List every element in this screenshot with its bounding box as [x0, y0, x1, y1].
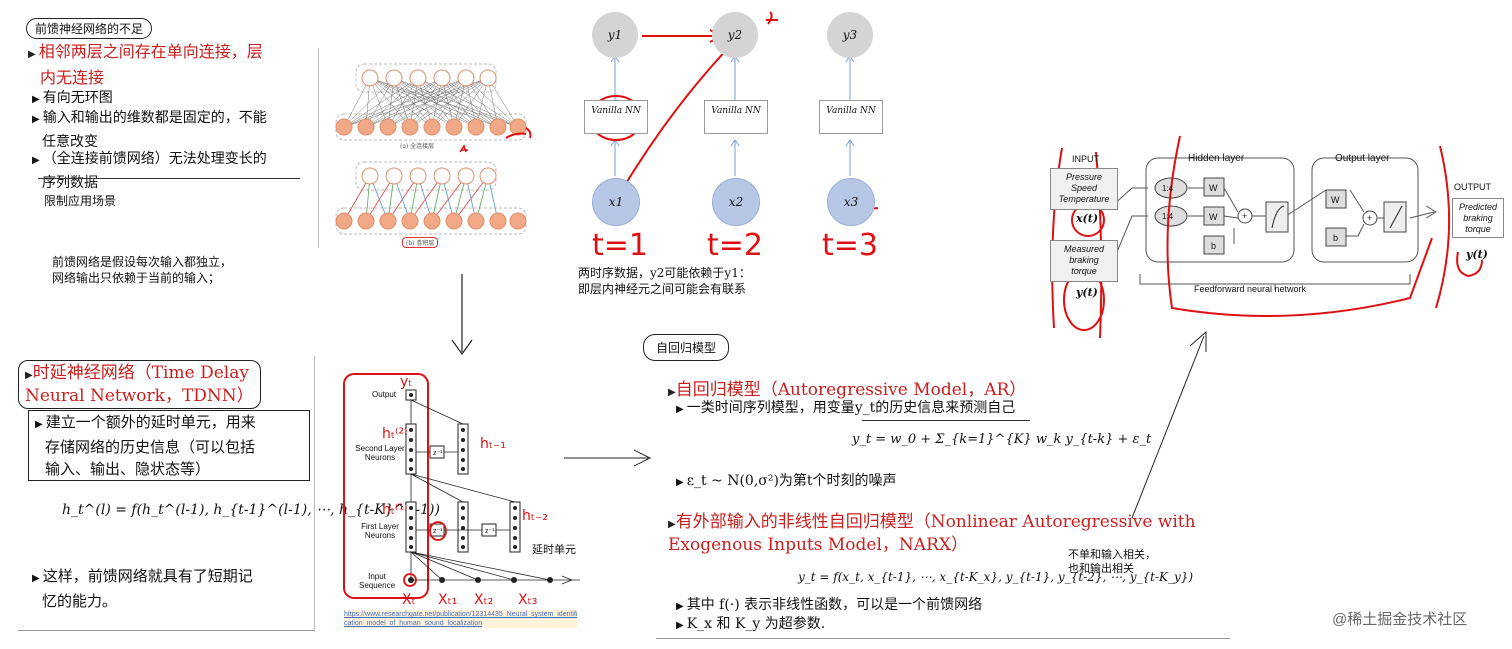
- label-first-layer: First Layer Neurons: [361, 522, 399, 540]
- divider: [862, 420, 1030, 421]
- svg-text:hₜ₋₂: hₜ₋₂: [522, 508, 548, 524]
- reference-link[interactable]: https://www.researchgate.net/publication…: [344, 610, 578, 628]
- rnn-note: 两时序数据，y2可能依赖于y1： 即层内神经元之间可能会有联系: [578, 266, 751, 296]
- divider: [38, 178, 300, 179]
- f-description: ▶其中 f(·) 表示非线性函数，可以是一个前馈网络: [676, 597, 983, 613]
- svg-text:hₜ₋₁: hₜ₋₁: [480, 436, 506, 452]
- top-neurons: [361, 69, 497, 87]
- node-y2: y2: [712, 12, 758, 58]
- t-label-2: t=2: [707, 228, 763, 263]
- y-t-label: y(t): [1076, 286, 1098, 299]
- node-x1: x1: [592, 178, 640, 226]
- independence-note: 前馈网络是假设每次输入都独立， 网络输出只依赖于当前的输入；: [52, 255, 233, 285]
- divider: [318, 48, 319, 248]
- output-label: OUTPUT: [1454, 182, 1491, 192]
- node-x2: x2: [712, 178, 760, 226]
- label-second-layer: Second Layer Neurons: [355, 444, 405, 462]
- svg-text:z⁻¹: z⁻¹: [433, 528, 443, 535]
- down-arrow: [451, 274, 473, 356]
- x-t-label: x(t): [1076, 212, 1099, 225]
- feedforward-label: Feedforward neural network: [1194, 284, 1307, 294]
- narx-note: 不单和输入相关， 也和输出相关: [1068, 548, 1156, 575]
- input-label: INPUT: [1072, 154, 1099, 164]
- noise-description: ▶ε_t ~ N(0,σ²)为第t个时刻的噪声: [676, 473, 897, 489]
- bullet-line: 相邻两层之间存在单向连接，层: [38, 42, 263, 61]
- red-handwriting: yₜ hₜ⁽²⁾ hₜ₋₁ hₜ⁽¹⁾ hₜ₋₂ Xₜ Xₜ₁ Xₜ₂ Xₜ₃: [382, 374, 548, 608]
- full-connections: [343, 77, 519, 128]
- ar-title: ▶自回归模型（Autoregressive Model，AR）: [668, 380, 1027, 400]
- bottom-neurons: [335, 118, 527, 136]
- hidden-layer-label: Hidden layer: [1188, 153, 1245, 164]
- svg-text:z⁻¹: z⁻¹: [485, 528, 495, 535]
- section-title-ar: 自回归模型: [643, 334, 730, 361]
- red-scribble: [505, 127, 532, 139]
- label-input-sequence: Input Sequence: [358, 572, 396, 590]
- limit-note: 限制应用场景: [44, 194, 117, 208]
- svg-text:+: +: [1242, 211, 1247, 221]
- pointer-arrow: [1131, 330, 1207, 519]
- narx-title: ▶有外部输入的非线性自回归模型（Nonlinear Autoregressive…: [668, 512, 1196, 555]
- svg-text:hₜ⁽²⁾: hₜ⁽²⁾: [382, 426, 408, 442]
- svg-text:Xₜ₁: Xₜ₁: [438, 592, 457, 608]
- watermark: @稀土掘金技术社区: [1332, 611, 1468, 628]
- hidden-w-2: W: [1209, 212, 1218, 222]
- hidden-w-1: W: [1209, 183, 1218, 193]
- svg-text:+: +: [1367, 213, 1372, 223]
- delay-unit-label: 延时单元: [532, 543, 576, 556]
- bullet-fixed-dims: ▶输入和输出的维数都是固定的，不能 任意改变: [32, 110, 267, 150]
- divider: [656, 638, 1230, 639]
- delay-2: 1:4: [1162, 212, 1174, 221]
- tdnn-short-memory: ▶这样，前馈网络就具有了短期记 忆的能力。: [32, 567, 253, 610]
- svg-text:hₜ⁽¹⁾: hₜ⁽¹⁾: [382, 502, 408, 518]
- tdnn-formula: h_t^(l) = f(h_t^(l-1), h_{t-1}^(l-1), ⋯,…: [62, 502, 440, 518]
- vanilla-nn-2: Vanilla NN: [704, 100, 768, 134]
- hyperparams: ▶K_x 和 K_y 为超参数.: [676, 616, 826, 632]
- output-b: b: [1333, 233, 1339, 243]
- svg-text:Xₜ₃: Xₜ₃: [518, 592, 537, 608]
- svg-text:Xₜ₂: Xₜ₂: [474, 592, 493, 608]
- fig-caption-b: (b) 卷积层: [402, 237, 439, 248]
- tdnn-title-box: ▶时延神经网络（Time Delay Neural Network，TDNN）: [18, 360, 261, 409]
- feedforward-network-figure: [335, 63, 532, 235]
- t-label-1: t=1: [592, 228, 648, 263]
- red-box: [343, 373, 429, 599]
- ar-description: ▶一类时间序列模型，用变量y_t的历史信息来预测自己: [676, 400, 1016, 416]
- t-label-3: t=3: [822, 228, 878, 263]
- divider: [18, 630, 314, 631]
- vanilla-nn-1: Vanilla NN: [584, 100, 648, 134]
- output-y-t: y(t): [1466, 248, 1488, 261]
- ar-formula: y_t = w_0 + Σ_{k=1}^{K} w_k y_{t-k} + ε_…: [852, 432, 1152, 447]
- conv-connections: [343, 175, 499, 222]
- output-layer-label: Output layer: [1335, 153, 1390, 164]
- output-w: W: [1331, 195, 1340, 205]
- bullet-one-way-connection: ▶相邻两层之间存在单向连接，层 内无连接: [28, 42, 263, 87]
- bullet-dag: ▶有向无环图: [32, 90, 113, 106]
- delay-1: 1:4: [1162, 184, 1174, 193]
- divider: [314, 356, 315, 632]
- tdnn-bullet-box: ▶建立一个额外的延时单元，用来 存储网络的历史信息（可以包括 输入、输出、隐状态…: [28, 410, 310, 481]
- vanilla-nn-3: Vanilla NN: [819, 100, 883, 134]
- fig-caption-a: (a) 全连接层: [400, 143, 435, 150]
- bullet-line: 内无连接: [40, 68, 105, 87]
- node-x3: x3: [827, 178, 875, 226]
- red-annotations: [403, 521, 447, 587]
- node-y3: y3: [827, 12, 873, 58]
- narx-formula: y_t = f(x_t, x_{t-1}, ⋯, x_{t-K_x}, y_{t…: [798, 570, 1194, 584]
- hidden-b: b: [1211, 241, 1217, 251]
- bullet-variable-length: ▶（全连接前馈网络）无法处理变长的 序列数据: [32, 151, 267, 191]
- right-arrow: [564, 449, 652, 467]
- svg-text:z⁻¹: z⁻¹: [433, 450, 443, 457]
- node-y1: y1: [592, 12, 638, 58]
- label-output: Output: [372, 390, 397, 399]
- tdnn-diagram: z⁻¹ z⁻¹ z⁻¹ yₜ hₜ⁽²⁾ hₜ₋₁ hₜ⁽¹⁾ hₜ₋₂ Xₜ Xₜ₁ Xₜ₂…: [343, 373, 580, 608]
- svg-text:yₜ: yₜ: [400, 374, 412, 390]
- svg-text:Xₜ: Xₜ: [402, 592, 416, 608]
- section-title-feedforward-limits: 前馈神经网络的不足: [26, 18, 153, 39]
